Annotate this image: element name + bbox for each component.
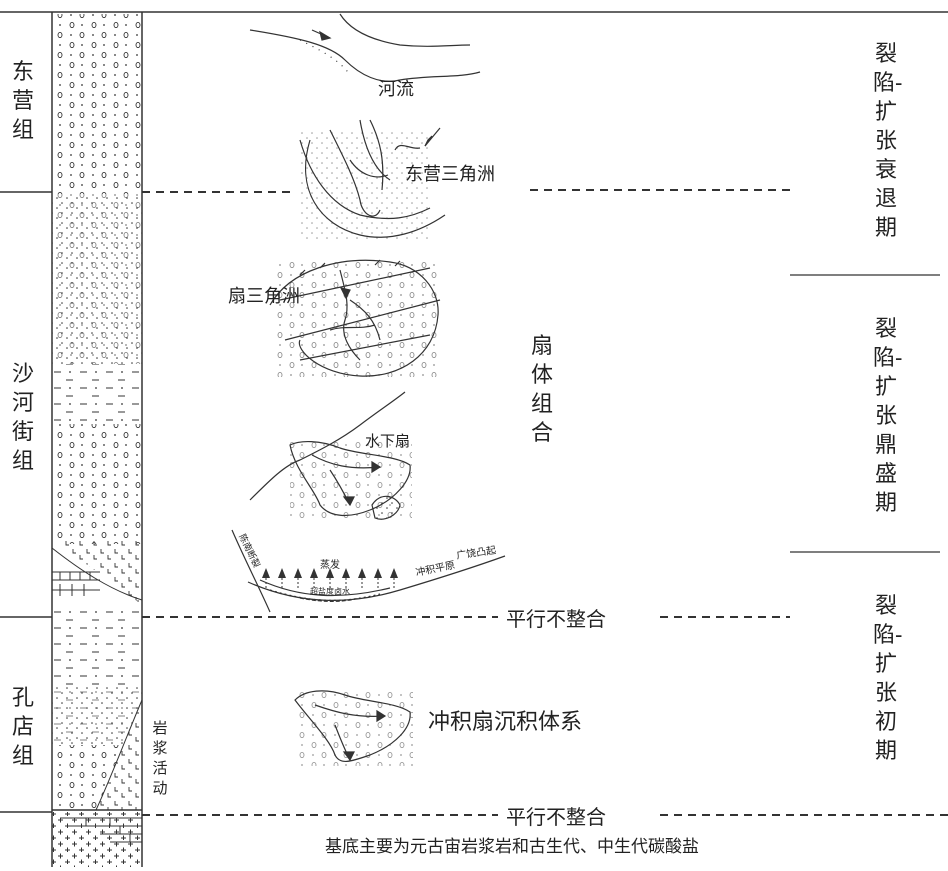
unconformity-label-lower: 平行不整合 <box>500 801 612 830</box>
river-sketch <box>249 13 481 82</box>
dongying-delta-label: 东营三角洲 <box>405 164 495 185</box>
dashed-boundaries <box>142 189 948 816</box>
fan-delta-label: 扇三角洲 <box>228 286 300 307</box>
river-label: 河流 <box>378 79 414 100</box>
underwater-fan-label: 水下扇 <box>365 432 411 450</box>
alluvial-fan-system-label: 冲积扇沉积体系 <box>428 710 583 735</box>
magmatic-activity-label: 岩浆活动 <box>152 719 168 797</box>
period-label-initial: 裂陷-扩张初期 <box>873 594 903 764</box>
formation-label-kongdian: 孔店组 <box>11 686 34 769</box>
period-label-peak: 裂陷-扩张鼎盛期 <box>873 317 903 516</box>
evaporation-label: 蒸发 <box>320 560 340 571</box>
evaporite-basin-sketch <box>231 529 506 613</box>
hypersaline-water-label: 超盐度卤水 <box>310 587 350 596</box>
unconformity-label-upper: 平行不整合 <box>500 603 612 632</box>
period-label-decline: 裂陷-扩张衰退期 <box>873 42 903 241</box>
fan-delta-sketch <box>269 259 441 377</box>
dongying-delta-sketch <box>299 119 446 240</box>
fan-assemblage-label: 扇体组合 <box>530 334 553 446</box>
formation-label-dongying: 东营组 <box>11 60 34 143</box>
underwater-fan-sketch <box>249 391 412 520</box>
basement-note: 基底主要为元古宙岩浆岩和古生代、中生代碳酸盐 <box>325 837 699 857</box>
formation-label-shahejie: 沙河街组 <box>11 362 34 474</box>
lithology-column <box>51 12 143 867</box>
alluvial-fan-sketch <box>294 688 413 766</box>
